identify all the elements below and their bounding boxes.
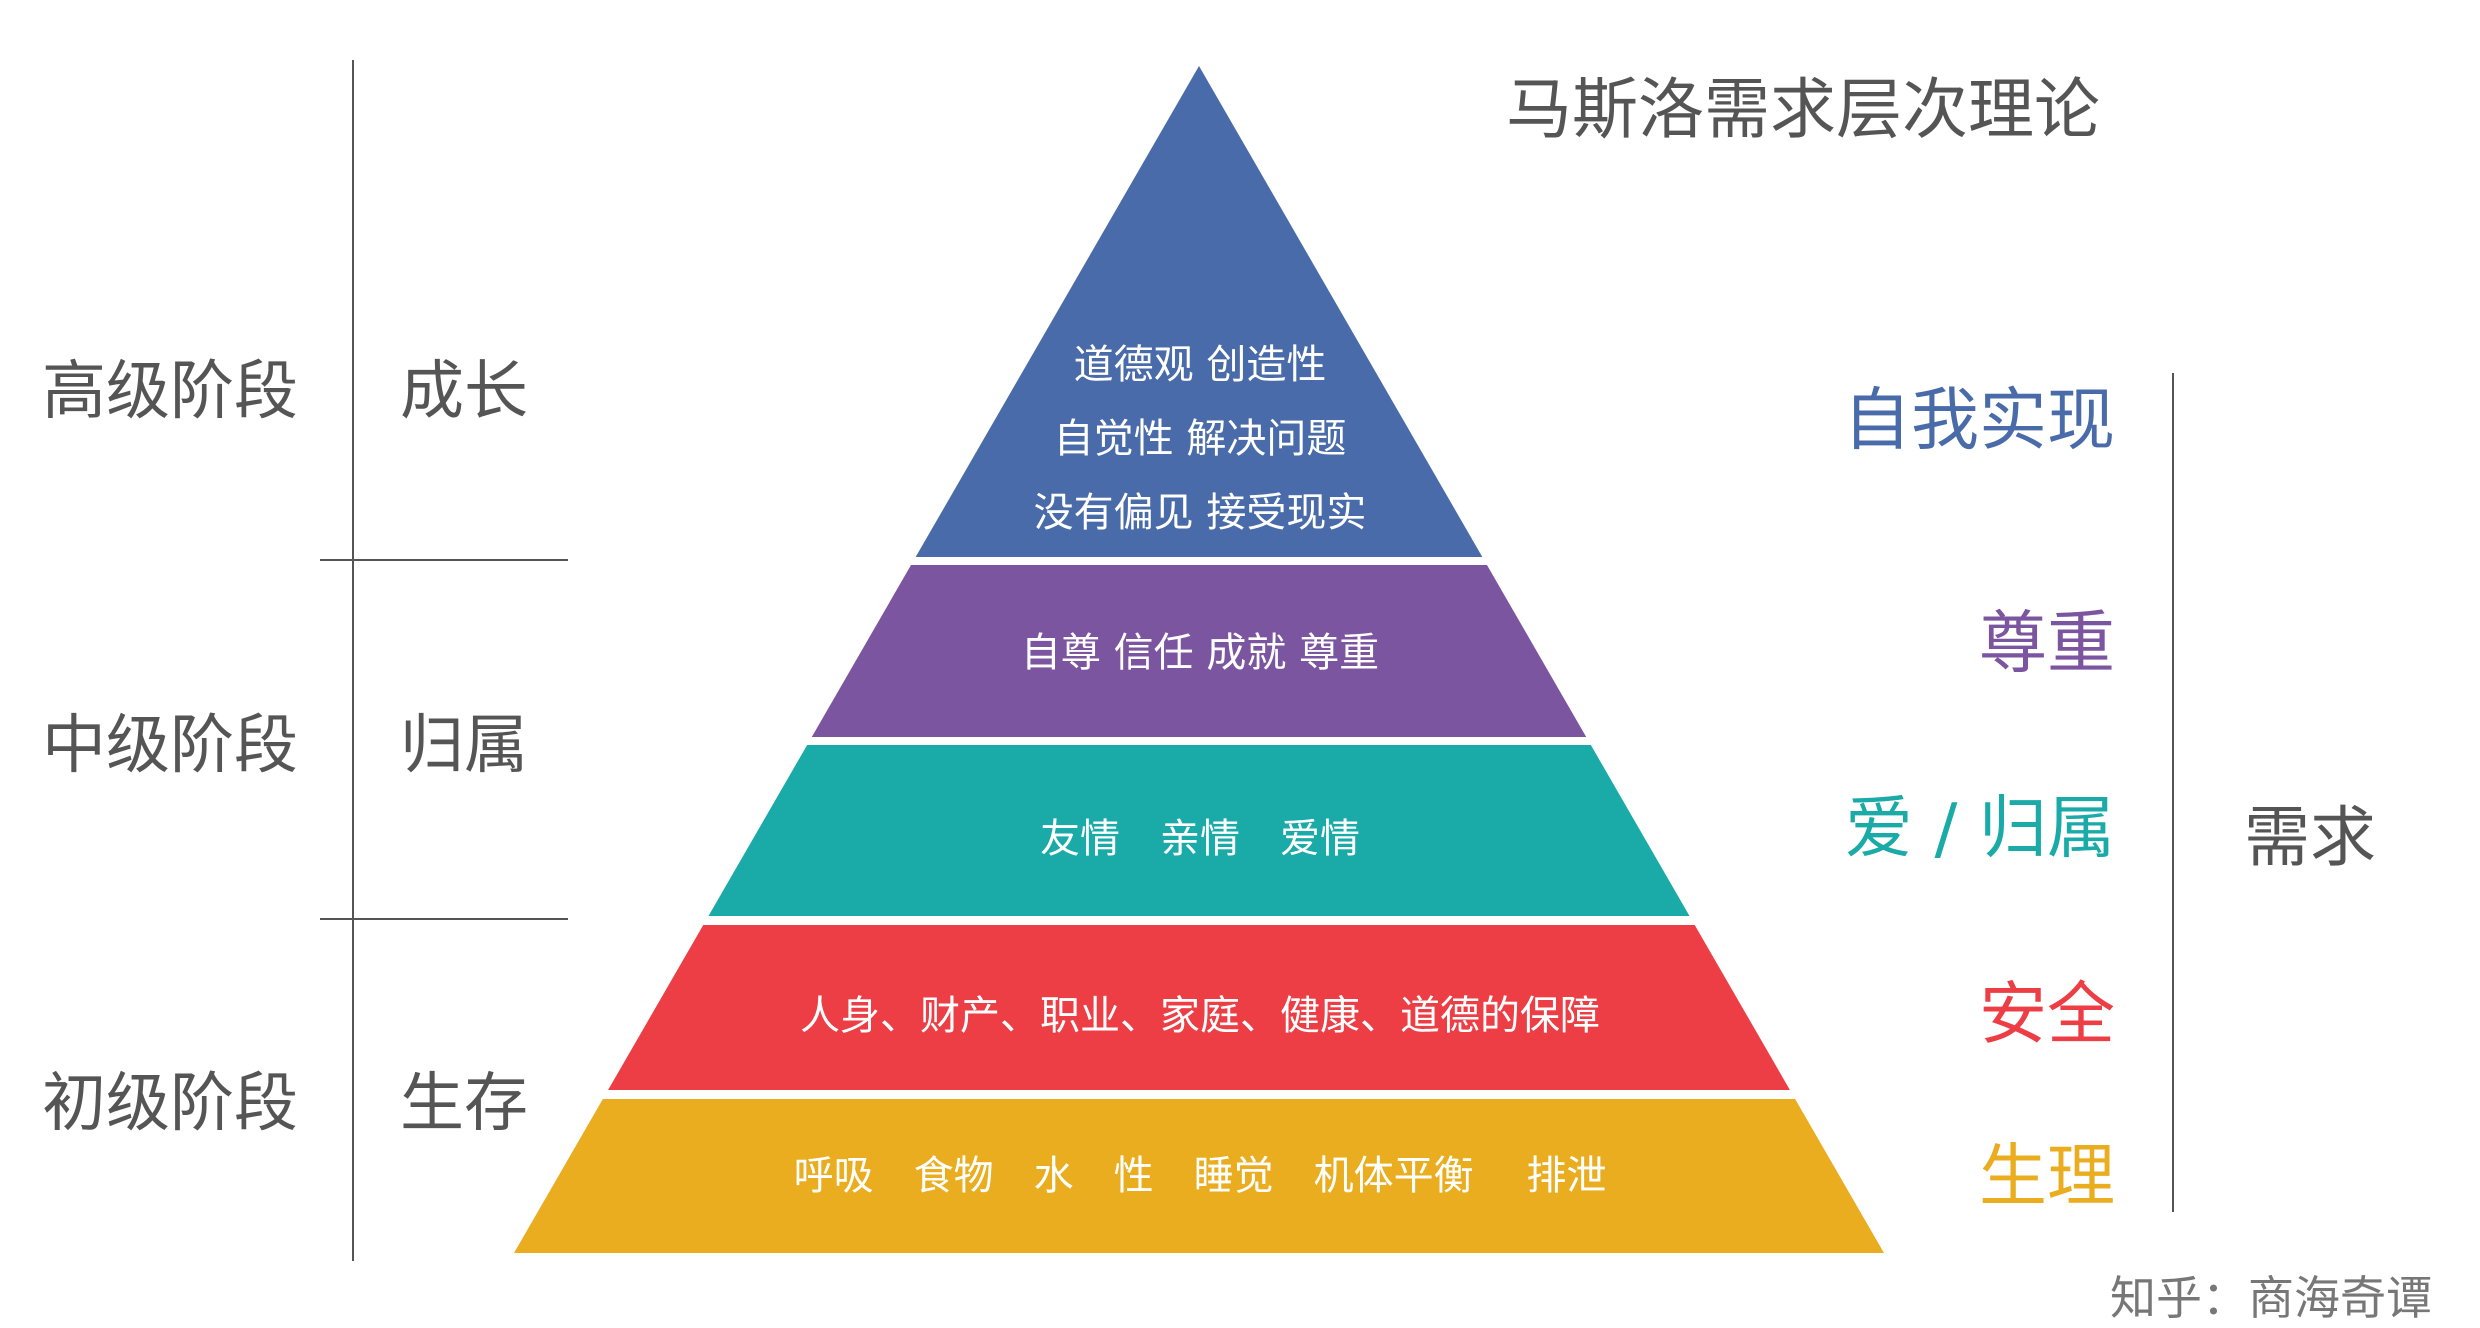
layer-5-text: 呼吸 食物 水 性 睡觉 机体平衡 排泄 xyxy=(793,1153,1607,1199)
needs-label: 需求 xyxy=(2244,799,2376,876)
pyramid-layer-2 xyxy=(811,565,1587,737)
diagram-title: 马斯洛需求层次理论 xyxy=(1506,71,2100,148)
layer-1-line-2: 自觉性 解决问题 xyxy=(1053,416,1347,462)
pyramid-layer-3 xyxy=(708,745,1690,916)
layer-3-text: 友情 亲情 爱情 xyxy=(1040,816,1360,862)
pyramid-layer-1 xyxy=(915,66,1483,557)
need-love-belonging: 爱 / 归属 xyxy=(1844,789,2115,869)
right-vertical-divider xyxy=(2172,373,2174,1212)
stage-level-low: 初级阶段 xyxy=(42,1067,298,1141)
need-esteem: 尊重 xyxy=(1978,604,2115,684)
stage-level-high: 高级阶段 xyxy=(42,355,298,429)
stage-phase-growth: 成长 xyxy=(400,355,528,429)
left-vertical-divider xyxy=(352,60,354,1261)
footer-credit: 知乎：商海奇谭 xyxy=(2110,1271,2432,1325)
need-physiological: 生理 xyxy=(1978,1137,2115,1217)
stage-level-mid: 中级阶段 xyxy=(42,709,298,783)
need-self-actualization: 自我实现 xyxy=(1842,381,2115,461)
stage-divider-2 xyxy=(320,918,568,920)
stage-phase-belonging: 归属 xyxy=(400,709,528,783)
layer-1-line-1: 道德观 创造性 xyxy=(1073,342,1327,388)
layer-4-text: 人身、财产、职业、家庭、健康、道德的保障 xyxy=(800,993,1600,1039)
pyramid-layer-5 xyxy=(514,1099,1884,1253)
layer-1-line-3: 没有偏见 接受现实 xyxy=(1033,490,1367,536)
need-safety: 安全 xyxy=(1978,975,2115,1055)
layer-2-text: 自尊 信任 成就 尊重 xyxy=(1020,630,1380,676)
stage-divider-1 xyxy=(320,559,568,561)
stage-phase-survival: 生存 xyxy=(400,1067,528,1141)
pyramid-layer-4 xyxy=(608,925,1790,1090)
